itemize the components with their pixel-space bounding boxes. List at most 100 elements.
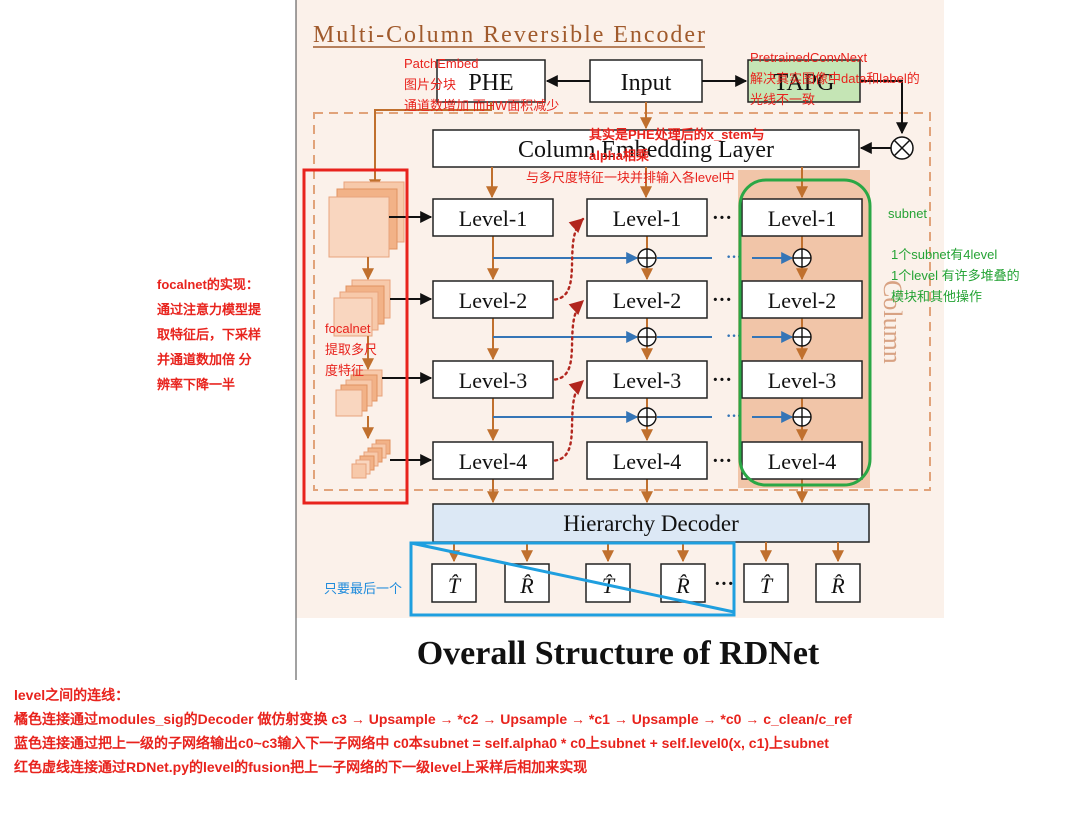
level-label: Level-4 — [768, 449, 836, 474]
focalnet-inner-line: 提取多尺 — [325, 342, 378, 357]
plus-node — [637, 248, 657, 268]
feature-stack-1 — [328, 181, 405, 258]
level-label: Level-3 — [768, 368, 836, 393]
output-box — [431, 563, 477, 603]
focalnet-note-line: 并通道数加倍 分 — [157, 352, 252, 367]
level-box — [586, 198, 708, 237]
subnet-note-line: 1个subnet有4level — [891, 247, 998, 262]
subnet-highlight-box — [738, 178, 872, 487]
figure-title: Multi-Column Reversible Encoder — [313, 22, 705, 48]
feature-stack-2 — [333, 279, 391, 337]
row-ellipsis: ··· — [712, 289, 732, 311]
row-ellipsis: ··· — [712, 450, 732, 472]
input-label: Input — [621, 70, 672, 96]
hierarchy-decoder-box — [432, 503, 870, 543]
blue-ellipsis: ··· — [726, 249, 742, 266]
tapg-label: TAPG — [774, 70, 835, 96]
tapg-annotation: PretrainedConvNext 解决真实图像中data和label的 光线… — [750, 47, 920, 110]
column-embedding-label: Column Embedding Layer — [518, 137, 774, 163]
level-box — [741, 198, 863, 237]
output-ellipsis: ··· — [714, 573, 734, 595]
output-label: T̂ — [760, 573, 774, 598]
level-label: Level-3 — [459, 368, 527, 393]
phe-label: PHE — [468, 70, 513, 96]
blue-ellipsis: ··· — [726, 328, 742, 345]
output-label: R̂ — [675, 573, 690, 598]
level-label: Level-1 — [459, 206, 527, 231]
level-label: Level-4 — [459, 449, 527, 474]
bottom-note-blue: 蓝色连接通过把上一级的子网络输出c0~c3输入下一子网络中 c0本subnet … — [14, 735, 829, 751]
level-box — [432, 441, 554, 480]
plus-node — [792, 407, 812, 427]
level-label: Level-3 — [613, 368, 681, 393]
level-box — [741, 360, 863, 399]
figure-caption: Overall Structure of RDNet — [417, 635, 820, 672]
output-row: T̂R̂T̂R̂T̂R̂··· — [431, 542, 861, 603]
output-box — [815, 563, 861, 603]
feature-stack-4 — [351, 439, 391, 479]
tapg-note-line: 光线不一致 — [750, 92, 816, 107]
output-label: R̂ — [519, 573, 534, 598]
plus-node — [637, 327, 657, 347]
last-one-highlight-box — [409, 541, 736, 617]
level-label: Level-2 — [613, 288, 681, 313]
bottom-notes: level之间的连线： 橘色连接通过modules_sig的Decoder 做仿… — [14, 683, 1064, 779]
level-label: Level-2 — [459, 288, 527, 313]
bottom-note-heading: level之间的连线： — [14, 687, 130, 703]
focalnet-inner-line: focalnet — [325, 321, 371, 336]
focalnet-inner-line: 度特征 — [325, 363, 365, 378]
level-box — [586, 441, 708, 480]
level-label: Level-2 — [768, 288, 836, 313]
stem-annotation: 其实是PHE处理后的x_stem与 alpha相乘 — [589, 124, 765, 166]
level-grid: ··· ··· ··· Level-1 Level-1 Level-1 ··· Level-2… — [432, 198, 863, 504]
output-box — [660, 563, 706, 603]
row-ellipsis: ··· — [712, 369, 732, 391]
phe-note-line: 图片分块 — [404, 77, 457, 92]
stem-note-line: 其实是PHE处理后的x_stem与 — [589, 127, 765, 142]
red-dotted-fusion — [553, 379, 585, 462]
tapg-box — [747, 59, 861, 103]
output-box — [743, 563, 789, 603]
row-ellipsis: ··· — [712, 207, 732, 229]
focalnet-annotation: focalnet的实现： 通过注意力模型提 取特征后，下采样 并通道数加倍 分 … — [157, 272, 261, 397]
phe-note-line: PatchEmbed — [404, 56, 479, 71]
level-box — [741, 441, 863, 480]
phe-annotation: PatchEmbed 图片分块 通道数增加 而HW面积减少 — [404, 53, 559, 116]
plus-node — [792, 327, 812, 347]
level-label: Level-1 — [768, 206, 836, 231]
feature-pyramid — [328, 181, 433, 479]
phe-note-line: 通道数增加 而HW面积减少 — [404, 98, 560, 113]
tapg-note-line: 解决真实图像中data和label的 — [750, 71, 920, 86]
blue-ellipsis: ··· — [726, 408, 742, 425]
level-label: Level-1 — [613, 206, 681, 231]
plus-node — [792, 248, 812, 268]
stem-note-line: alpha相乘 — [589, 148, 649, 163]
stem-annotation-2: 与多尺度特征一块并排输入各level中 — [526, 170, 735, 185]
level-box — [432, 280, 554, 319]
output-label: T̂ — [448, 573, 462, 598]
column-embedding-box — [432, 129, 860, 168]
focalnet-inner-annotation: focalnet 提取多尺 度特征 — [325, 318, 377, 381]
subnet-title: subnet — [888, 206, 928, 221]
bottom-note-orange: 橘色连接通过modules_sig的Decoder 做仿射变换 c3 → Ups… — [14, 711, 852, 727]
level-box — [432, 360, 554, 399]
level-box — [586, 360, 708, 399]
bottom-note-red: 红色虚线连接通过RDNet.py的level的fusion把上一子网络的下一级l… — [14, 759, 588, 775]
subnet-annotation: 1个subnet有4level 1个level 有许多堆叠的 模块和其他操作 — [891, 244, 1020, 307]
column-label: Column — [878, 280, 907, 364]
tapg-note-line: PretrainedConvNext — [750, 50, 868, 65]
level-box — [586, 280, 708, 319]
last-one-strike — [410, 541, 735, 614]
subnet-note-line: 模块和其他操作 — [891, 289, 983, 304]
subnet-note-line: 1个level 有许多堆叠的 — [891, 268, 1020, 283]
last-one-annotation: 只要最后一个 — [324, 581, 403, 596]
level-box — [741, 280, 863, 319]
focalnet-note-line: 辨率下降一半 — [157, 377, 236, 392]
plus-node — [637, 407, 657, 427]
hierarchy-decoder-label: Hierarchy Decoder — [563, 511, 739, 536]
focalnet-note-line: focalnet的实现： — [157, 277, 259, 292]
red-dotted-fusion — [553, 217, 585, 301]
encoder-dashed-region — [313, 112, 931, 491]
level-box — [432, 198, 554, 237]
